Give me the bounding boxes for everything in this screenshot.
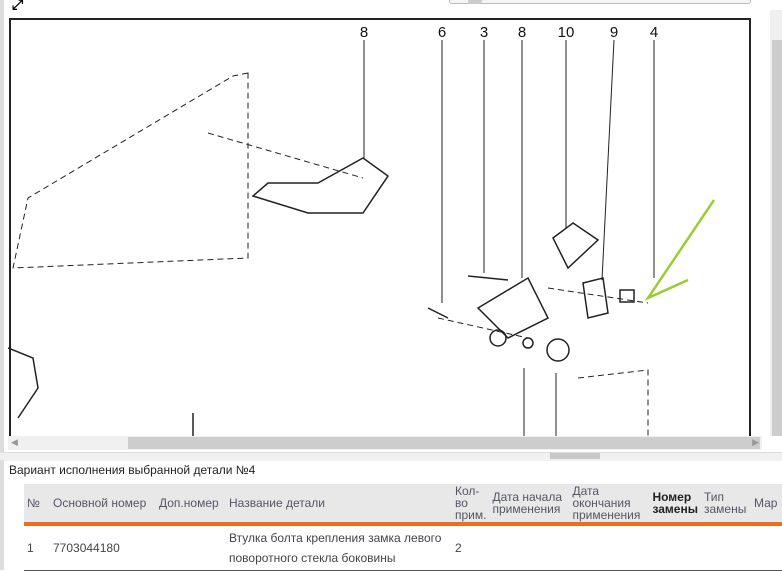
col-quantity[interactable]: Кол-во прим. [452,484,490,526]
callout-label[interactable]: 3 [480,24,488,41]
expand-icon[interactable]: ⤢ [12,0,24,12]
scroll-right-arrow-icon[interactable]: ▶ [752,437,759,447]
horizontal-scrollbar[interactable]: ◀ ▶ [8,436,762,450]
vertical-scrollbar[interactable] [770,10,782,436]
cell-main-number: 7703044180 [50,524,156,571]
col-replacement-number[interactable]: Номер замены [649,484,701,526]
horizontal-scrollbar-thumb[interactable] [128,437,760,449]
zoom-slider-handle[interactable] [468,0,482,4]
col-part-name[interactable]: Название детали [226,484,452,526]
cell-start-date [489,524,570,571]
callout-label[interactable]: 6 [438,24,446,41]
col-extra-number[interactable]: Доп.номер [156,484,226,526]
col-main-number[interactable]: Основной номер [50,484,156,526]
diagram-viewer: ⤢ 8 6 3 8 10 9 4 ◀ ▶ [0,0,782,452]
callout-label[interactable]: 10 [558,24,575,41]
col-start-date[interactable]: Дата начала применения [489,484,570,526]
zoom-slider[interactable] [449,0,751,4]
panel-splitter[interactable] [0,452,782,461]
cell-part-name: Втулка болта крепления замка левого пово… [226,524,452,571]
parts-table: № Основной номер Доп.номер Название дета… [24,484,782,571]
cell-end-date [569,524,650,571]
table-header: № Основной номер Доп.номер Название дета… [24,484,782,526]
scroll-left-arrow-icon[interactable]: ◀ [11,437,18,447]
col-mark[interactable]: Мар [750,484,782,526]
callout-label[interactable]: 9 [610,24,618,41]
parts-diagram[interactable]: 8 6 3 8 10 9 4 [8,18,762,436]
table-row[interactable]: 1 7703044180 Втулка болта крепления замк… [24,524,782,571]
callout-label[interactable]: 8 [518,24,526,41]
cell-quantity: 2 [452,524,490,571]
cell-extra-number [156,524,226,571]
col-end-date[interactable]: Дата окончания применения [569,484,650,526]
cell-mark [750,524,782,571]
cell-number: 1 [24,524,50,571]
cell-replacement-number [649,524,701,571]
col-replacement-type[interactable]: Тип замены [700,484,751,526]
callout-label[interactable]: 8 [360,24,368,41]
cell-replacement-type [700,524,751,571]
splitter-grip[interactable] [550,453,600,459]
panel-title: Вариант исполнения выбранной детали №4 [9,463,256,477]
col-number[interactable]: № [24,484,50,526]
part-variant-panel: Вариант исполнения выбранной детали №4 №… [0,460,782,571]
callout-label[interactable]: 4 [650,24,658,41]
vertical-scrollbar-thumb[interactable] [772,40,782,436]
